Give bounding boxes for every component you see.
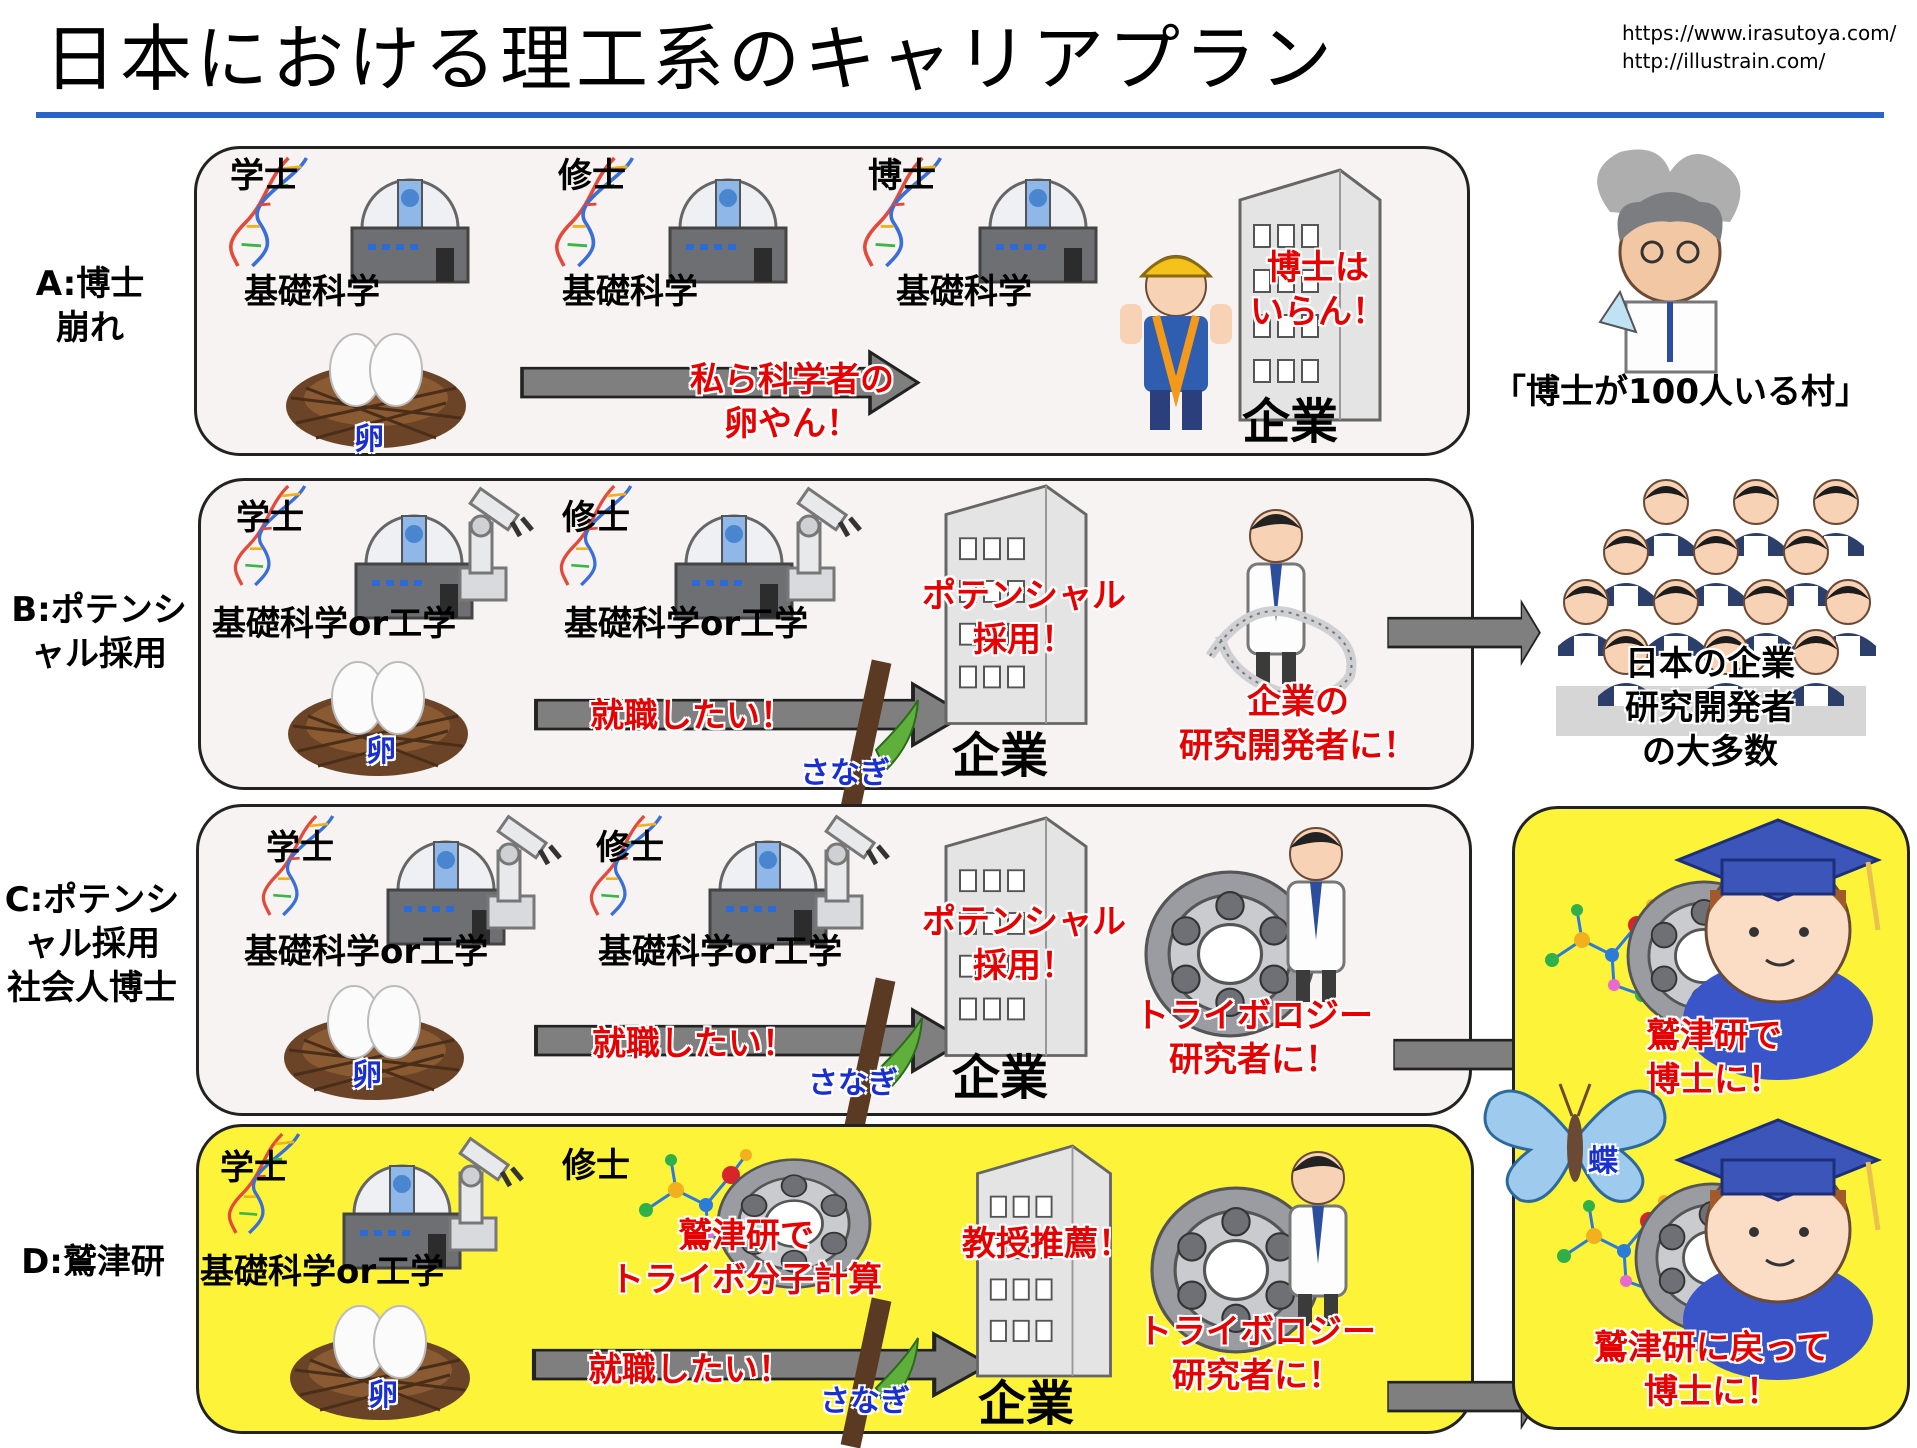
row-a-arrow-text: 私ら科学者の 卵やん！	[690, 360, 894, 444]
row-d-egg-label: 卵	[368, 1378, 398, 1413]
row-d-company-label: 企業	[978, 1376, 1075, 1432]
row-d-stage-2: 修士	[562, 1146, 630, 1186]
row-b-egg-label: 卵	[366, 734, 396, 769]
measuring-tape-icon	[1205, 606, 1357, 702]
row-c-arrow-text: 就職したい！	[592, 1024, 796, 1064]
robot-arm-icon	[450, 478, 540, 608]
row-b-result-text: 企業の 研究開発者に！	[1179, 682, 1417, 766]
title-underline	[36, 112, 1884, 118]
row-a-field-2: 基礎科学	[562, 272, 698, 312]
outcome-bottom-text: 鷲津研に戻って 博士に！	[1593, 1328, 1831, 1412]
row-a-stage-2: 修士	[558, 156, 626, 196]
row-d-stage-1: 学士	[220, 1148, 288, 1188]
row-b-label: B:ポテンシ ャル採用	[11, 590, 187, 674]
row-a-label: A:博士 崩れ	[35, 264, 145, 348]
row-d-result-text: トライボロジー 研究者に！	[1138, 1312, 1376, 1396]
row-d-arrow-text: 就職したい！	[588, 1350, 792, 1390]
arrow-icon	[1386, 600, 1542, 665]
row-a-reject-text: 博士は いらん！	[1250, 248, 1386, 332]
row-a-company-label: 企業	[1242, 394, 1339, 450]
row-d-pupa-label: さなぎ	[820, 1384, 910, 1419]
row-c-field-2: 基礎科学or工学	[598, 932, 843, 972]
row-b-stage-1: 学士	[236, 498, 304, 538]
row-c-label: C:ポテンシ ャル採用 社会人博士	[4, 880, 180, 1008]
majority-text: 日本の企業 研究開発者 の大多数	[1625, 644, 1795, 772]
page-title: 日本における理工系のキャリアプラン	[44, 17, 1337, 101]
row-d-label: D:鷲津研	[21, 1242, 165, 1282]
row-b-stage-2: 修士	[562, 498, 630, 538]
row-c-stage-2: 修士	[596, 828, 664, 868]
robot-arm-icon	[440, 1128, 530, 1258]
row-c-egg-label: 卵	[352, 1058, 382, 1093]
row-a-field-1: 基礎科学	[244, 272, 380, 312]
chrysalis-icon	[843, 976, 923, 1130]
row-c-pupa-label: さなぎ	[808, 1066, 898, 1101]
observatory-icon	[668, 178, 788, 284]
scientist-icon	[1286, 826, 1346, 1004]
butterfly-label: 蝶	[1588, 1144, 1618, 1179]
robot-arm-icon	[778, 478, 868, 608]
worker-icon	[1120, 255, 1232, 430]
credit-irasutoya[interactable]: https://www.irasutoya.com/	[1622, 21, 1897, 45]
observatory-icon	[978, 178, 1098, 284]
row-b-company-label: 企業	[952, 728, 1049, 784]
row-c-company-label: 企業	[952, 1050, 1049, 1106]
row-b-hire-text: ポテンシャル 採用！	[922, 576, 1126, 660]
old-scientist-icon	[1597, 149, 1741, 374]
row-d-hire-text: 教授推薦！	[962, 1224, 1132, 1264]
crowd-icon	[1556, 479, 1877, 736]
butterfly-icon	[1483, 1083, 1667, 1203]
row-d-field-1: 基礎科学or工学	[200, 1252, 445, 1292]
row-b-field-1: 基礎科学or工学	[212, 604, 457, 644]
row-d-lab-text: 鷲津研で トライボ分子計算	[610, 1216, 882, 1300]
row-c-stage-1: 学士	[266, 828, 334, 868]
row-c-result-text: トライボロジー 研究者に！	[1135, 996, 1373, 1080]
village-text: 「博士が100人いる村」	[1492, 372, 1869, 412]
row-a-field-3: 基礎科学	[896, 272, 1032, 312]
row-c-field-1: 基礎科学or工学	[244, 932, 489, 972]
robot-arm-icon	[806, 806, 896, 936]
outcome-top-text: 鷲津研で 博士に！	[1646, 1016, 1782, 1100]
row-a-stage-3: 博士	[868, 156, 936, 196]
row-b-arrow-text: 就職したい！	[590, 696, 794, 736]
row-a-egg-label: 卵	[354, 422, 384, 457]
row-c-hire-text: ポテンシャル 採用！	[922, 902, 1126, 986]
robot-arm-icon	[478, 806, 568, 936]
row-b-pupa-label: さなぎ	[800, 756, 890, 791]
row-a-stage-1: 学士	[230, 156, 298, 196]
chrysalis-icon	[839, 1296, 919, 1448]
observatory-icon	[350, 178, 470, 284]
company-building-icon	[976, 1144, 1112, 1378]
credit-illustrain[interactable]: http://illustrain.com/	[1622, 49, 1826, 73]
scientist-icon	[1288, 1150, 1348, 1328]
row-b-field-2: 基礎科学or工学	[564, 604, 809, 644]
